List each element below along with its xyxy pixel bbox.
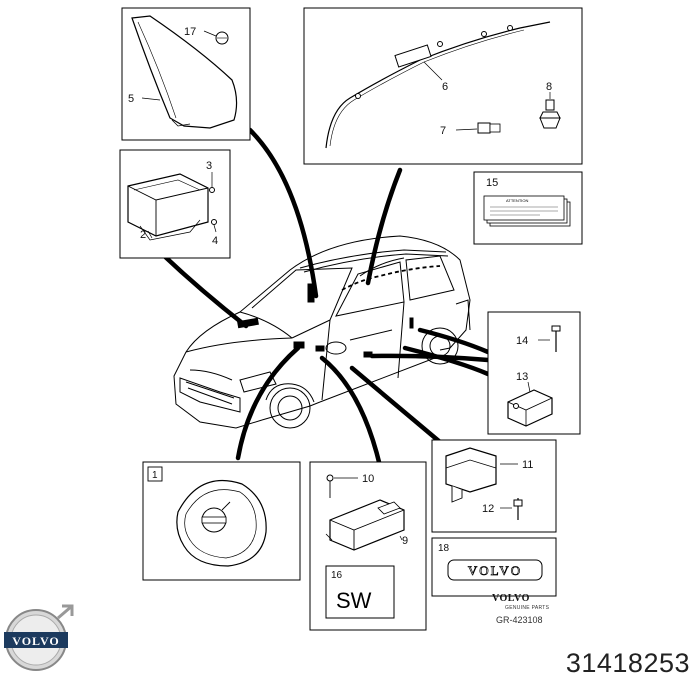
callout-6: 6: [442, 81, 448, 93]
panel-bracket: 11 12: [431, 439, 557, 533]
panel-pillar-trim: 17 5: [121, 7, 251, 141]
part-number: 31418253: [565, 648, 690, 678]
car-illustration: [173, 235, 471, 429]
callout-15: 15: [486, 177, 498, 189]
emblem-text: VOLVO: [468, 563, 522, 578]
callout-8: 8: [546, 81, 552, 93]
callout-9: 9: [402, 535, 408, 547]
panel-curtain-airbag: 6 7 8: [303, 7, 583, 165]
callout-4: 4: [212, 235, 218, 247]
brand-subtitle: GENUINE PARTS: [505, 605, 550, 611]
callout-1: 1: [152, 470, 158, 481]
brand-name: VOLVO: [492, 593, 530, 604]
volvo-logo: VOLVO: [4, 604, 74, 671]
callout-13: 13: [516, 371, 528, 383]
panel-control-module: 10 9 16 SW: [309, 461, 427, 631]
callout-3: 3: [206, 160, 212, 172]
callout-11: 11: [522, 459, 533, 471]
panel-warning-labels: ATTENTION 15: [473, 171, 583, 245]
panel-driver-airbag: 1: [142, 461, 301, 581]
panel-passenger-airbag: 3 4 2: [119, 149, 231, 259]
callout-16: 16: [331, 570, 343, 581]
sw-label: SW: [336, 588, 372, 613]
callout-14: 14: [516, 335, 528, 347]
callout-2: 2: [140, 229, 146, 241]
label-heading: ATTENTION: [506, 198, 528, 203]
callout-18: 18: [438, 543, 450, 554]
callout-7: 7: [440, 125, 446, 137]
reference-code: GR-423108: [496, 615, 543, 625]
callout-5: 5: [128, 93, 134, 105]
logo-text: VOLVO: [12, 634, 59, 648]
callout-10: 10: [362, 473, 374, 485]
callout-12: 12: [482, 503, 494, 515]
panel-impact-sensor: 14 13: [487, 311, 581, 435]
callout-17: 17: [184, 26, 196, 38]
panel-emblem: 18 VOLVO: [431, 537, 557, 597]
